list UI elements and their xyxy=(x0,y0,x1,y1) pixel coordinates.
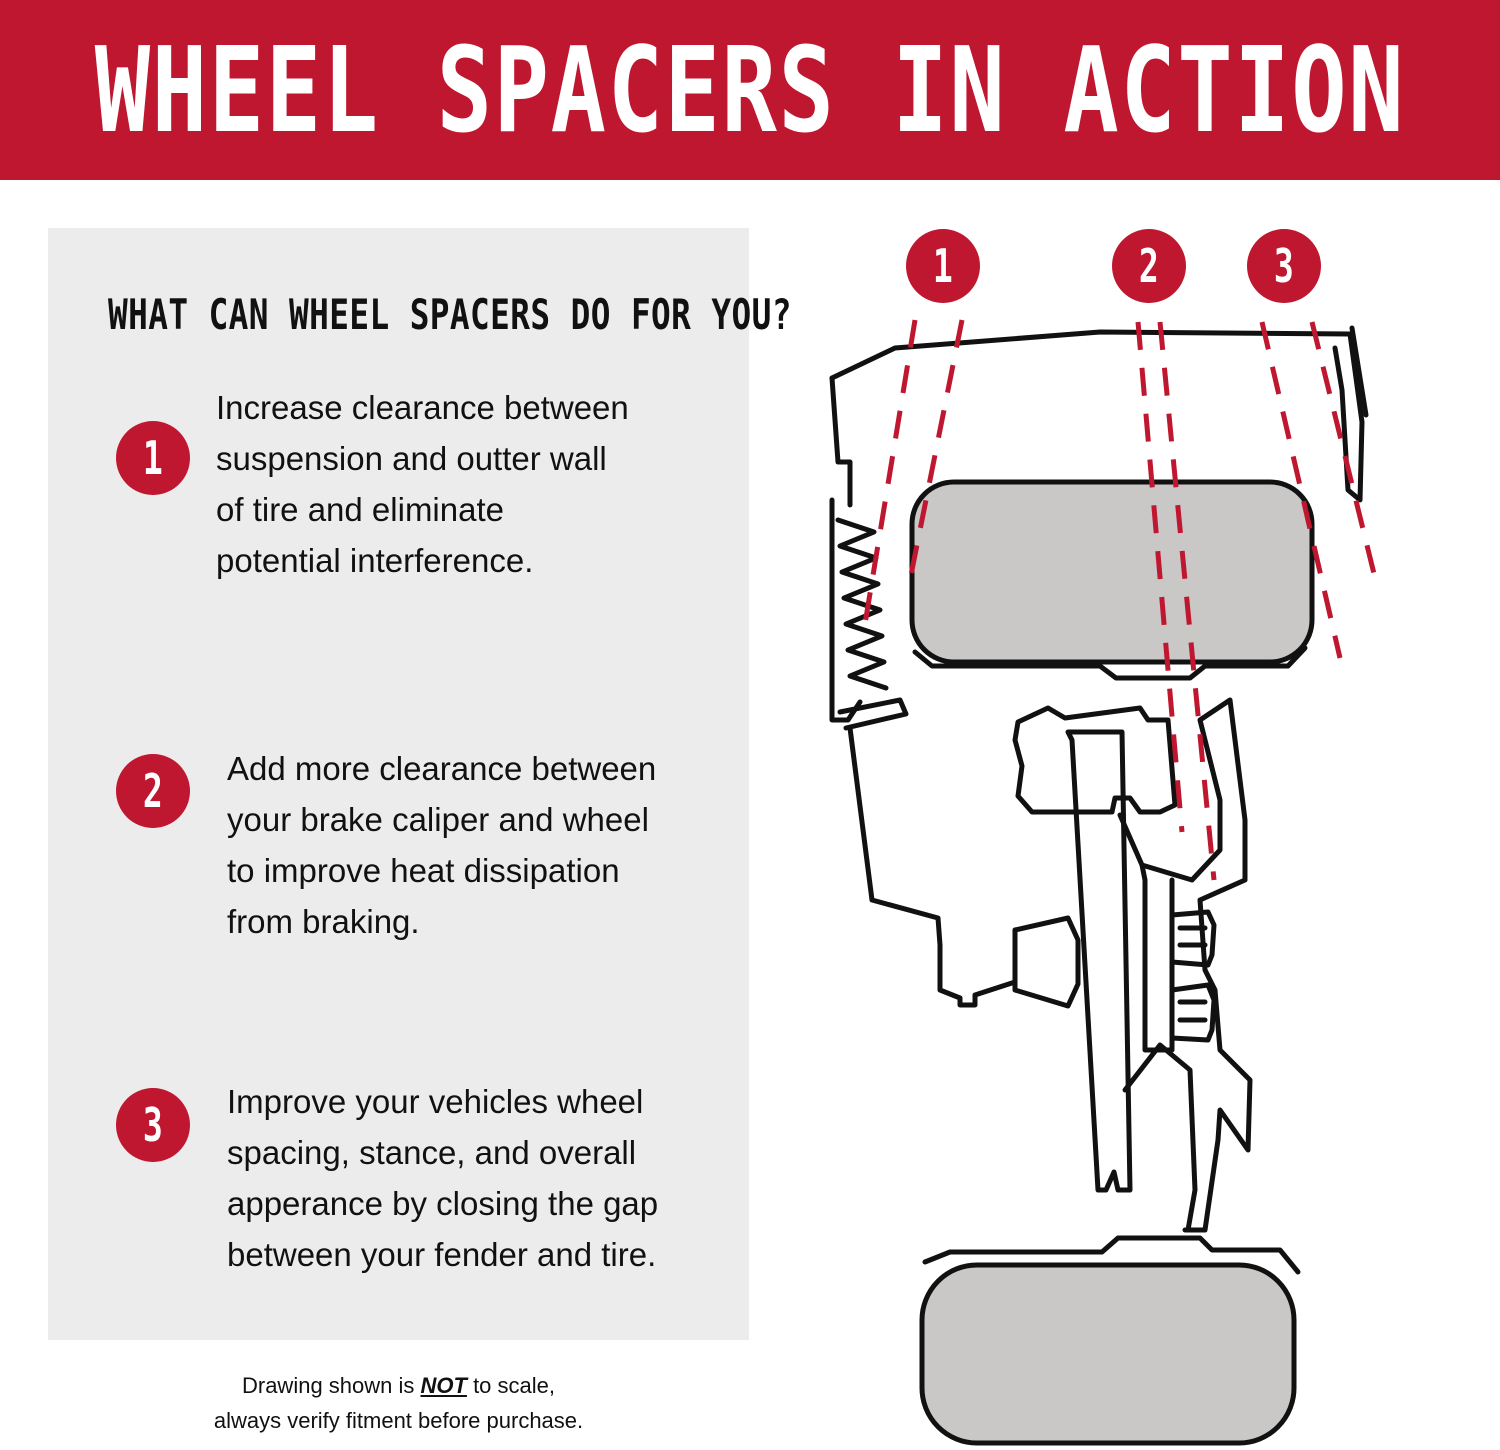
upper-arm xyxy=(847,725,943,948)
wheel-stud-upper xyxy=(1169,909,1217,968)
spacer-marker-3: 3 xyxy=(1247,229,1321,303)
hub-cap xyxy=(1012,915,1081,1009)
spindle-inner xyxy=(1139,862,1175,1053)
scale-disclaimer: Drawing shown is NOT to scale, always ve… xyxy=(213,1373,584,1433)
benefits-panel: WHAT CAN WHEEL SPACERS DO FOR YOU? 1 Inc… xyxy=(48,228,792,1340)
body-panel xyxy=(829,375,853,508)
fender-outline xyxy=(829,329,1365,503)
header-banner: WHEEL SPACERS IN ACTION xyxy=(0,0,1500,180)
benefit-number-badge: 3 xyxy=(116,1088,190,1162)
page-title: WHEEL SPACERS IN ACTION xyxy=(94,21,1406,159)
guide-line-3a xyxy=(1259,321,1343,659)
strut-body xyxy=(829,497,863,723)
upper-tire-lip xyxy=(912,645,1308,681)
lower-tire-lip xyxy=(922,1235,1301,1275)
brake-rotor xyxy=(1065,729,1133,1193)
lower-knuckle xyxy=(937,942,1018,1008)
spacer-marker-2: 2 xyxy=(1112,229,1186,303)
wheel-suspension-diagram xyxy=(829,319,1381,1446)
guide-line-2a xyxy=(1135,321,1185,833)
spacer-marker-1: 1 xyxy=(906,229,980,303)
coil-spring xyxy=(835,517,889,691)
guide-line-2b xyxy=(1157,321,1217,881)
benefit-number-badge: 2 xyxy=(116,754,190,828)
benefit-text-1: Increase clearance between suspension an… xyxy=(216,389,629,579)
strut-mount xyxy=(837,697,909,731)
panel-heading: WHAT CAN WHEEL SPACERS DO FOR YOU? xyxy=(108,290,792,339)
benefit-text-2: Add more clearance between your brake ca… xyxy=(227,750,657,940)
upper-tire xyxy=(909,479,1315,665)
lower-arm xyxy=(1122,1042,1198,1233)
body-edge-right xyxy=(1349,325,1369,418)
caliper xyxy=(1012,705,1178,815)
wheel-stud-lower xyxy=(1169,982,1217,1043)
spindle xyxy=(1117,697,1253,1233)
benefit-text-3: Improve your vehicles wheel spacing, sta… xyxy=(227,1083,659,1273)
guide-line-1a xyxy=(861,319,918,631)
guide-line-3b xyxy=(1309,321,1381,591)
benefit-number-badge: 1 xyxy=(116,421,190,495)
lower-tire xyxy=(919,1262,1297,1446)
